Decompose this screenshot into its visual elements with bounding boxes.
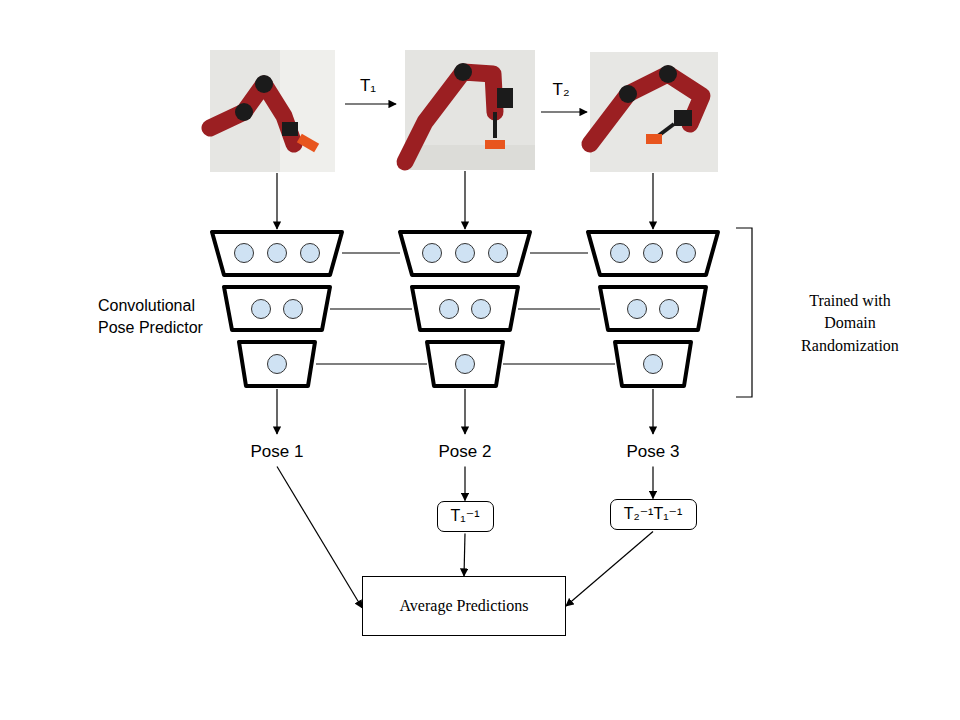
robot-joint [619,85,637,103]
output-arrow [652,389,653,434]
transform-label: T₂ [553,78,570,102]
bracket [736,228,752,397]
flow-arrow [464,467,465,501]
conv-layer [588,232,718,275]
robot-photo [590,52,718,172]
shared-link [330,308,412,309]
conv-layer [600,287,706,330]
node-text: T₂⁻¹T₁⁻¹ [624,504,683,523]
transform-box: T₁⁻¹ [437,501,494,532]
module-label: Convolutional Pose Predictor [98,295,228,340]
robot-wrist [497,88,513,108]
transform-arrow [541,111,587,112]
output-arrow [276,389,277,434]
pose-output: Pose 1 [247,440,308,465]
transform-label: T₁ [360,74,376,98]
shared-link [530,252,588,253]
input-arrow [652,173,653,229]
conv-layer [212,232,342,275]
conv-layer [412,287,518,330]
conv-layer [400,232,530,275]
robot-joint [659,65,677,83]
node-text: Pose 2 [439,442,492,462]
pose-output: Pose 3 [623,440,684,465]
robot-arm [590,74,702,144]
training-note: Trained with Domain Randomization [785,290,915,357]
photo-ground [210,50,335,172]
robot-photo [405,50,535,170]
conv-layer [427,342,503,386]
node-text: T₁⁻¹ [451,506,480,525]
photo-ground [590,52,718,172]
robot-wrist [282,122,298,136]
robot-photo [210,50,335,172]
flow-arrow [566,532,653,607]
average-box: Average Predictions [362,576,566,636]
photo-ground [405,50,535,170]
shared-link [342,252,400,253]
robot-gripper [485,140,505,149]
flow-arrow [652,467,653,499]
conv-layer [224,287,330,330]
flow-arrow [464,534,465,577]
transform-box: T₂⁻¹T₁⁻¹ [610,499,697,530]
robot-gripper [646,134,662,144]
output-arrow [464,389,465,434]
shared-link [316,363,427,364]
robot-finger [493,112,497,138]
shared-link [503,363,615,364]
pose-output: Pose 2 [435,440,496,465]
robot-arm [405,72,495,162]
node-text: Average Predictions [400,596,529,615]
input-arrow [464,171,465,229]
robot-joint [235,103,253,121]
flow-arrow [277,467,362,608]
input-arrow [276,173,277,229]
photo-floor [405,145,535,170]
robot-arm [210,84,294,144]
node-text: Pose 3 [627,442,680,462]
conv-layer [239,342,315,386]
robot-wrist [674,110,692,126]
robot-joint [255,75,273,93]
shared-link [518,308,600,309]
robot-joint [454,63,472,81]
conv-layer [615,342,691,386]
node-text: Pose 1 [251,442,304,462]
transform-arrow [345,103,396,104]
robot-gripper [297,134,319,153]
